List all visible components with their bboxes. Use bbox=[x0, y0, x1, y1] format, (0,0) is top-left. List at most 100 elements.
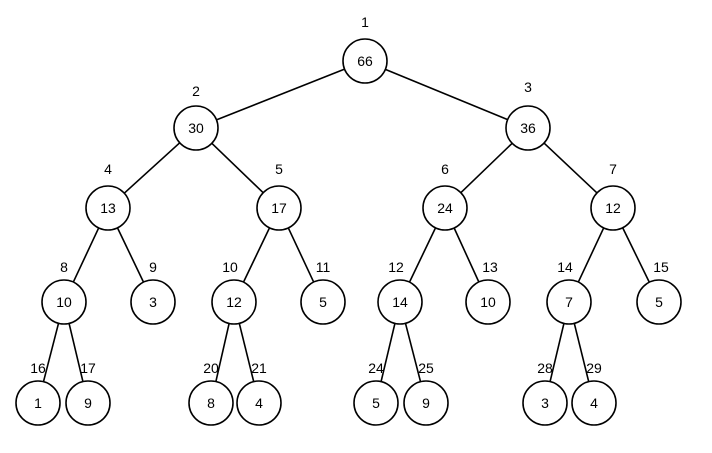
node-index-label: 7 bbox=[609, 161, 617, 177]
node-index-label: 10 bbox=[222, 259, 238, 275]
tree-node-6: 246 bbox=[422, 161, 468, 231]
tree-edge-5-10 bbox=[242, 227, 271, 283]
node-circle bbox=[188, 380, 234, 426]
node-index-label: 24 bbox=[368, 360, 384, 376]
tree-edge-14-28 bbox=[549, 323, 565, 382]
node-circle bbox=[85, 185, 131, 231]
node-index-label: 29 bbox=[586, 360, 602, 376]
node-index-label: 14 bbox=[557, 259, 573, 275]
tree-edge-3-7 bbox=[543, 142, 598, 194]
node-circle bbox=[403, 380, 449, 426]
node-value: 10 bbox=[56, 294, 72, 310]
node-value: 3 bbox=[149, 294, 157, 310]
tree-edge-12-24 bbox=[380, 323, 396, 382]
tree-node-20: 820 bbox=[188, 360, 234, 426]
node-value: 30 bbox=[188, 120, 204, 136]
node-value: 13 bbox=[100, 200, 116, 216]
node-circle bbox=[636, 279, 682, 325]
node-value: 14 bbox=[392, 294, 408, 310]
tree-edge-8-16 bbox=[42, 323, 60, 382]
node-circle bbox=[422, 185, 468, 231]
node-circle bbox=[522, 380, 568, 426]
node-value: 12 bbox=[226, 294, 242, 310]
node-circle bbox=[15, 380, 61, 426]
node-circle bbox=[211, 279, 257, 325]
node-circle bbox=[256, 185, 302, 231]
node-circle bbox=[342, 38, 388, 84]
node-circle bbox=[300, 279, 346, 325]
node-index-label: 13 bbox=[482, 259, 498, 275]
node-value: 5 bbox=[319, 294, 327, 310]
tree-edge-12-25 bbox=[404, 323, 422, 382]
tree-nodes: 6613023631341752461271083912105111412101… bbox=[15, 14, 682, 426]
node-index-label: 3 bbox=[524, 79, 532, 95]
node-value: 3 bbox=[541, 395, 549, 411]
node-circle bbox=[590, 185, 636, 231]
node-value: 1 bbox=[34, 395, 42, 411]
tree-edge-14-29 bbox=[573, 323, 590, 382]
tree-edge-5-11 bbox=[287, 227, 315, 283]
tree-node-1: 66 1 bbox=[342, 14, 388, 84]
node-index-label: 16 bbox=[30, 360, 46, 376]
tree-node-28: 3 28 bbox=[522, 360, 568, 426]
node-index-label: 15 bbox=[653, 259, 669, 275]
tree-edge-10-21 bbox=[238, 323, 255, 382]
tree-edge-2-4 bbox=[123, 142, 181, 194]
node-circle bbox=[173, 105, 219, 151]
tree-node-7: 12 7 bbox=[590, 161, 636, 231]
tree-node-9: 39 bbox=[130, 259, 176, 325]
node-index-label: 17 bbox=[80, 360, 96, 376]
node-index-label: 9 bbox=[149, 259, 157, 275]
tree-node-14: 7 14 bbox=[546, 259, 592, 325]
node-value: 9 bbox=[422, 395, 430, 411]
node-index-label: 21 bbox=[251, 360, 267, 376]
node-index-label: 4 bbox=[104, 161, 112, 177]
node-circle bbox=[65, 380, 111, 426]
node-index-label: 2 bbox=[192, 83, 200, 99]
tree-edge-1-3 bbox=[385, 68, 508, 121]
tree-edge-4-8 bbox=[72, 227, 100, 283]
tree-edge-7-15 bbox=[621, 227, 651, 283]
tree-node-16: 1 16 bbox=[15, 360, 61, 426]
tree-node-15: 5 15 bbox=[636, 259, 682, 325]
node-circle bbox=[353, 380, 399, 426]
tree-edge-3-6 bbox=[460, 142, 513, 194]
node-index-label: 28 bbox=[537, 360, 553, 376]
node-value: 7 bbox=[565, 294, 573, 310]
node-circle bbox=[546, 279, 592, 325]
tree-node-11: 5 11 bbox=[300, 259, 346, 325]
tree-node-3: 36 3 bbox=[505, 79, 551, 151]
node-value: 5 bbox=[655, 294, 663, 310]
tree-node-17: 9 17 bbox=[65, 360, 111, 426]
node-value: 5 bbox=[372, 395, 380, 411]
tree-edge-4-9 bbox=[116, 227, 145, 283]
node-value: 66 bbox=[357, 53, 373, 69]
node-index-label: 20 bbox=[203, 360, 219, 376]
node-index-label: 6 bbox=[441, 161, 449, 177]
tree-node-25: 925 bbox=[403, 360, 449, 426]
tree-node-4: 13 4 bbox=[85, 161, 131, 231]
tree-edge-8-17 bbox=[68, 323, 84, 382]
tree-edge-7-14 bbox=[577, 227, 605, 283]
node-index-label: 12 bbox=[388, 259, 404, 275]
tree-edge-10-20 bbox=[215, 323, 230, 382]
tree-node-10: 12 10 bbox=[211, 259, 257, 325]
node-value: 36 bbox=[520, 120, 536, 136]
node-value: 17 bbox=[271, 200, 287, 216]
node-value: 4 bbox=[255, 395, 263, 411]
tree-edge-6-13 bbox=[453, 227, 480, 283]
node-value: 9 bbox=[84, 395, 92, 411]
tree-node-21: 4 21 bbox=[236, 360, 282, 426]
node-value: 12 bbox=[605, 200, 621, 216]
node-circle bbox=[41, 279, 87, 325]
tree-edges bbox=[42, 68, 651, 382]
tree-node-2: 30 2 bbox=[173, 83, 219, 151]
node-circle bbox=[465, 279, 511, 325]
node-index-label: 1 bbox=[361, 14, 369, 30]
node-circle bbox=[505, 105, 551, 151]
tree-edge-2-5 bbox=[211, 142, 264, 194]
tree-edge-1-2 bbox=[216, 68, 345, 121]
node-value: 4 bbox=[590, 395, 598, 411]
node-index-label: 11 bbox=[316, 259, 331, 275]
